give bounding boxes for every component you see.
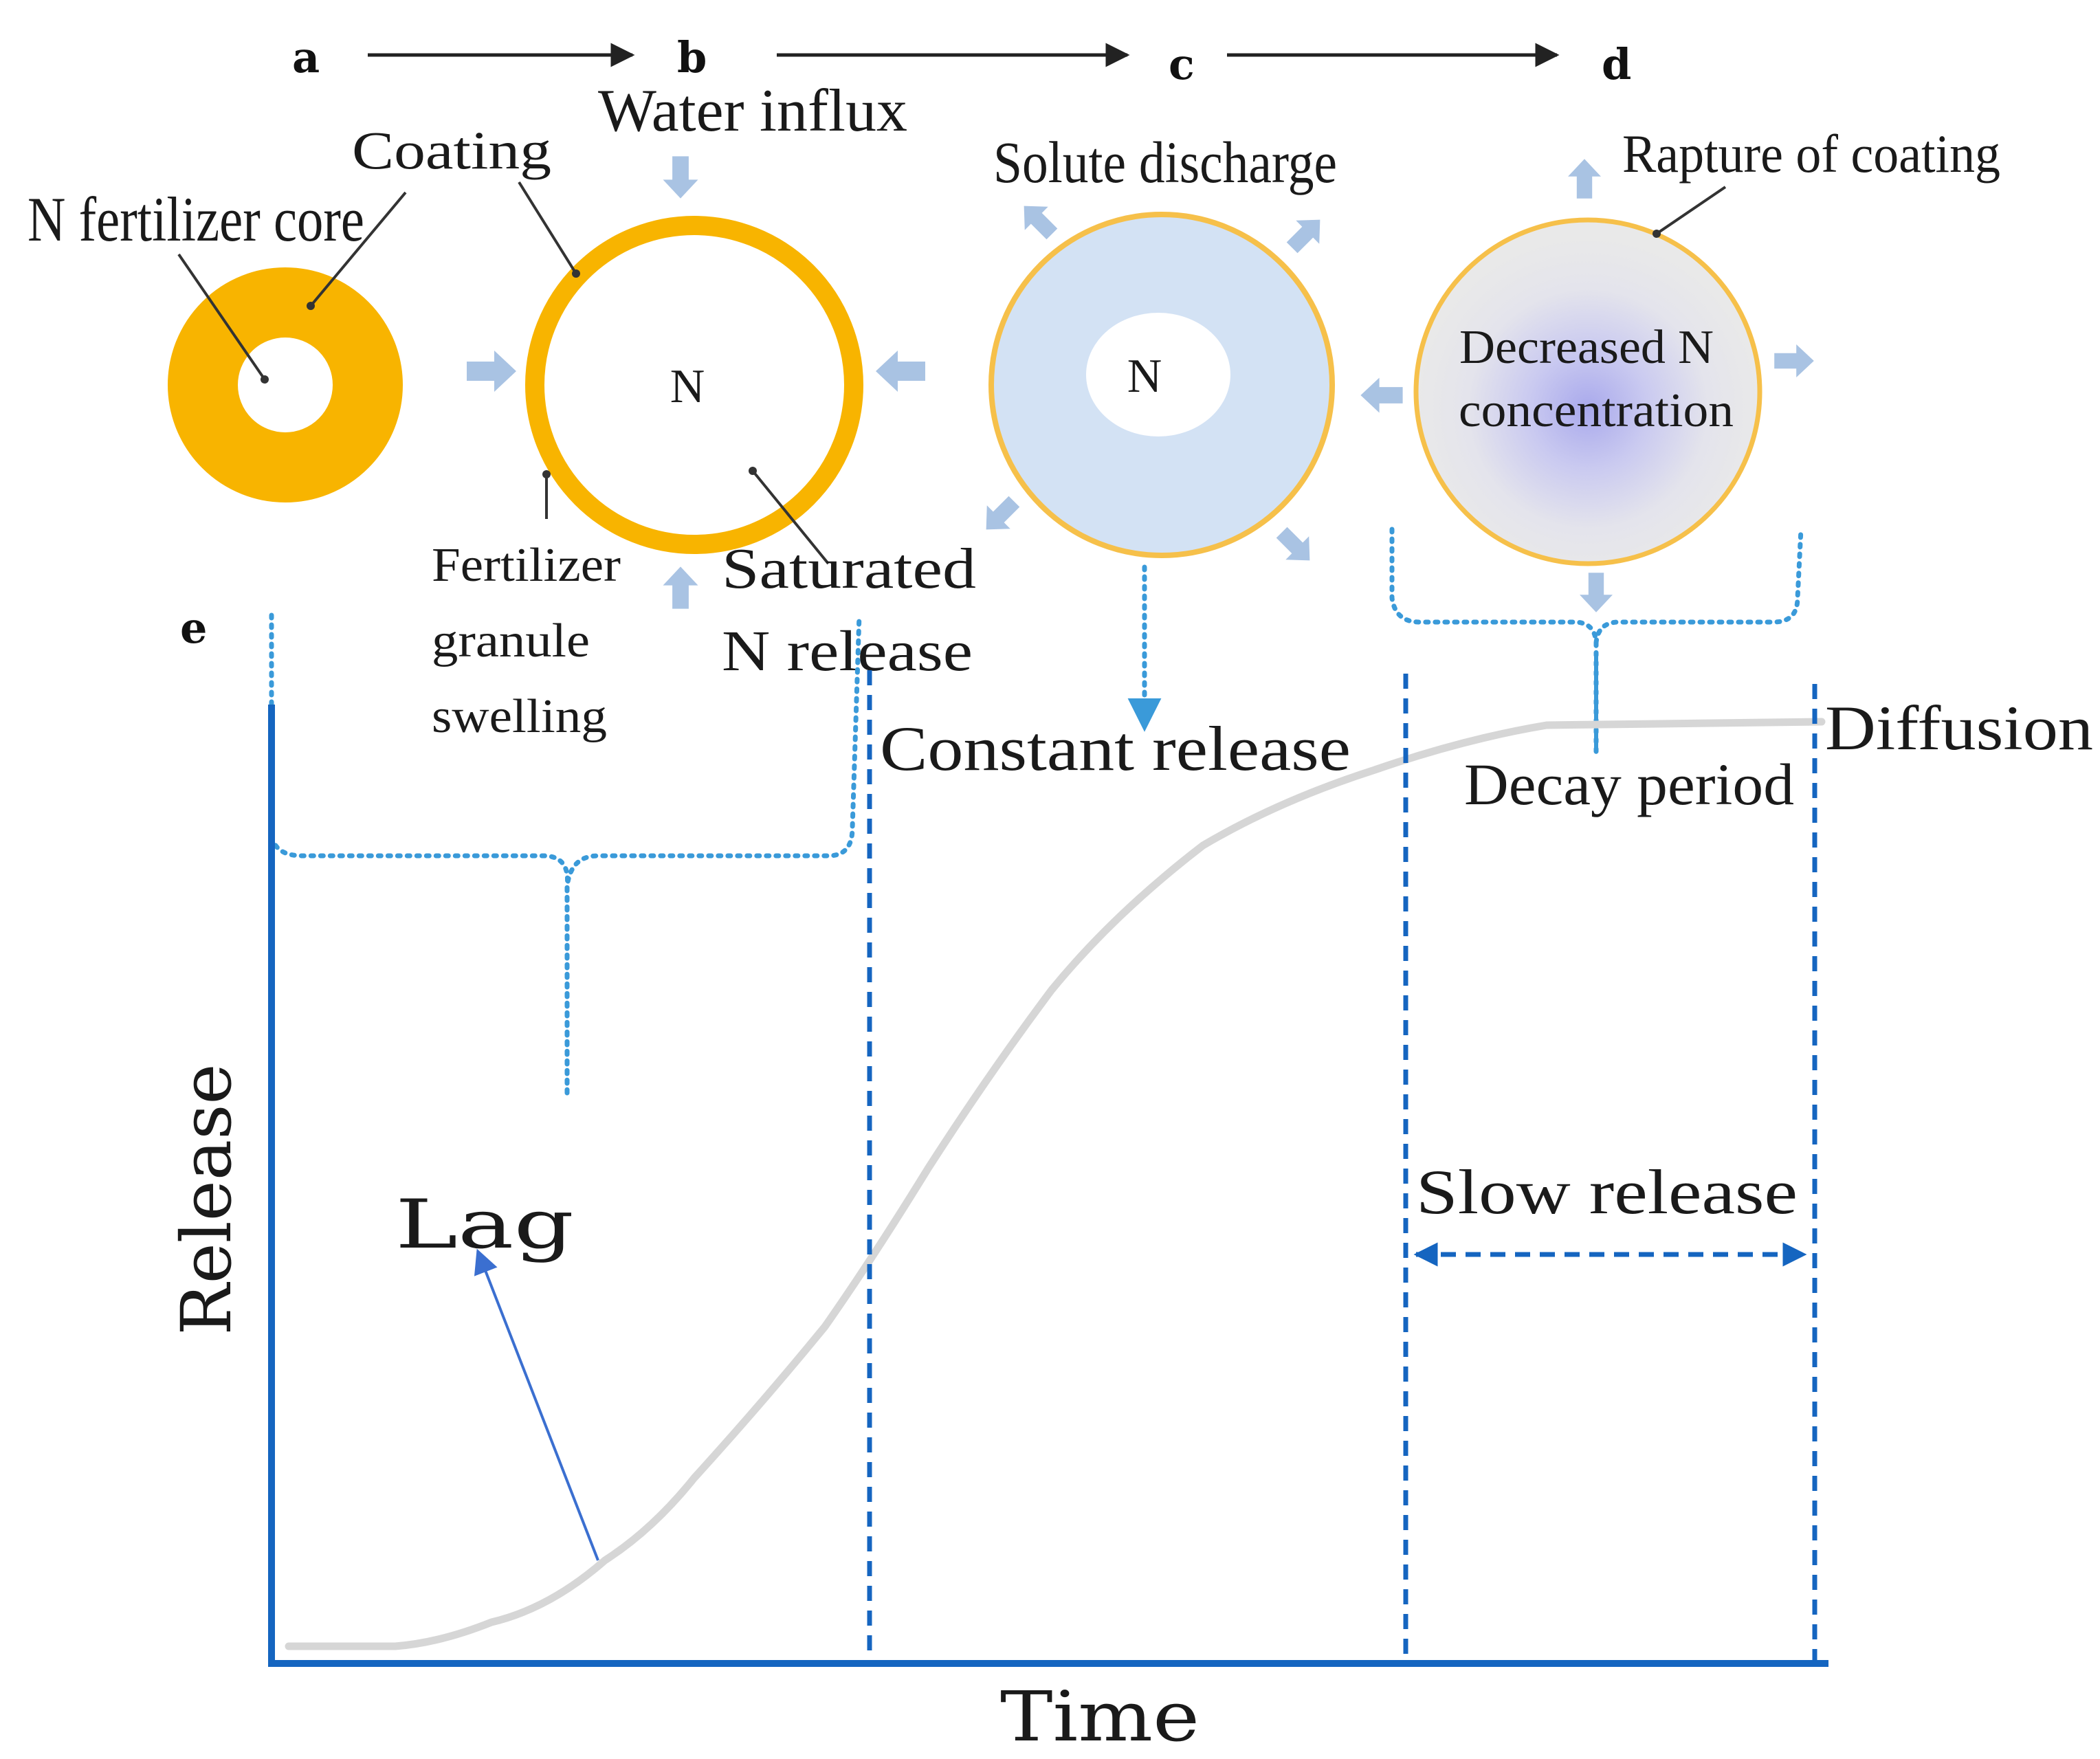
core-label: N fertilizer core bbox=[27, 184, 364, 254]
discharge-arrow-top-left bbox=[1012, 194, 1064, 246]
depleted-granule bbox=[1413, 217, 1762, 566]
coating-b-pointer-dot bbox=[572, 269, 580, 278]
diffusion-label: Diffusion bbox=[1825, 693, 2093, 763]
discharge-arrow-right bbox=[1360, 377, 1403, 413]
discharge-arrow-bottom-left bbox=[974, 489, 1026, 542]
fertilizer-core bbox=[250, 349, 321, 421]
release-arrow-right bbox=[1774, 344, 1814, 377]
stage-b-granule: N bbox=[525, 216, 863, 554]
coating-ring bbox=[168, 267, 403, 502]
saturated-pointer-dot bbox=[749, 467, 757, 475]
coating-pointer-dot bbox=[307, 302, 315, 310]
water-in-arrow-right bbox=[876, 351, 925, 392]
decay-period-label: Decay period bbox=[1464, 751, 1794, 817]
constant-release-label: Constant release bbox=[880, 713, 1351, 784]
core-pointer-line bbox=[177, 253, 266, 381]
swollen-coating-ring bbox=[525, 216, 863, 554]
c-nitrogen-core bbox=[1086, 313, 1230, 436]
slow-release-label: Slow release bbox=[1416, 1157, 1798, 1227]
coating-label: Coating bbox=[352, 120, 551, 180]
step-label-d: d bbox=[1602, 39, 1631, 89]
step-label-c: c bbox=[1169, 39, 1195, 89]
stage-a-granule bbox=[168, 267, 403, 502]
release-arrow-bottom bbox=[1580, 573, 1613, 612]
swelling-label-line-2: granule bbox=[432, 615, 590, 667]
release-curve-plot bbox=[268, 670, 1828, 1667]
saturated-pointer-line bbox=[751, 469, 830, 565]
core-pointer-dot bbox=[261, 375, 269, 384]
y-axis-label: Release bbox=[166, 1064, 247, 1336]
water-in-arrow-left bbox=[467, 351, 516, 392]
rupture-pointer-dot bbox=[1653, 230, 1661, 238]
water-in-arrow-top bbox=[663, 156, 698, 199]
saturated-label-line-2: N release bbox=[722, 619, 973, 683]
swelling-label-line-1: Fertilizer bbox=[432, 539, 621, 592]
decreased-concentration-line-2: concentration bbox=[1459, 384, 1734, 437]
swelling-pointer-dot bbox=[542, 470, 551, 478]
stage-d-granule: Decreased N concentration bbox=[1413, 217, 1762, 566]
x-axis-label: Time bbox=[1000, 1677, 1200, 1757]
lag-phase-brace bbox=[269, 612, 862, 1096]
release-arrow-top bbox=[1568, 159, 1601, 199]
lag-pointer-arrow bbox=[474, 1248, 599, 1561]
lag-label: Lag bbox=[395, 1186, 574, 1264]
coating-b-pointer-line bbox=[518, 181, 577, 275]
step-label-b: b bbox=[677, 32, 707, 82]
rupture-pointer-line bbox=[1655, 186, 1727, 235]
water-in-arrow-bottom bbox=[663, 566, 698, 609]
coating-pointer-line bbox=[309, 191, 407, 307]
step-label-e: e bbox=[180, 603, 207, 653]
c-nitrogen-label: N bbox=[1127, 350, 1162, 403]
swelling-label-line-3: swelling bbox=[432, 690, 607, 743]
step-label-a: a bbox=[292, 32, 320, 82]
saturated-label: Saturated N release bbox=[722, 537, 976, 683]
decay-phase-brace bbox=[1389, 527, 1804, 755]
solute-discharge-label: Solute discharge bbox=[993, 129, 1337, 195]
release-curve bbox=[285, 718, 1826, 1650]
stage-c-granule: N bbox=[988, 212, 1335, 558]
rupture-label: Rapture of coating bbox=[1622, 124, 2000, 184]
discharge-arrow-top-right bbox=[1280, 208, 1332, 260]
discharge-arrow-bottom-right bbox=[1270, 520, 1322, 573]
saturated-label-line-1: Saturated bbox=[722, 537, 976, 601]
decreased-concentration-line-1: Decreased N bbox=[1459, 321, 1714, 374]
swelling-label: Fertilizer granule swelling bbox=[432, 539, 621, 743]
b-nitrogen-label: N bbox=[670, 360, 705, 413]
water-influx-label: Water influx bbox=[598, 78, 907, 144]
